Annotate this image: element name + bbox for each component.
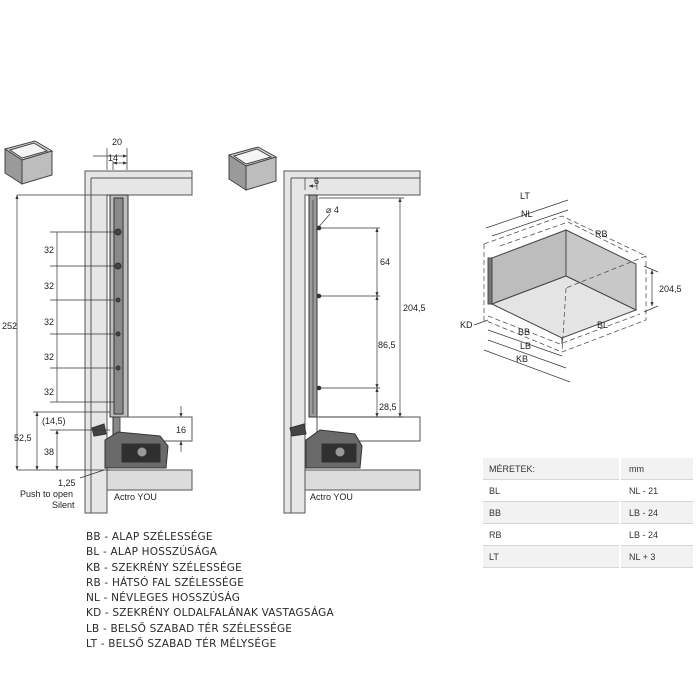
table-cell-value: LB - 24 xyxy=(620,523,693,546)
abbreviation-legend: BB - ALAP SZÉLESSÉGE BL - ALAP HOSSZÚSÁG… xyxy=(86,530,334,652)
legend-item: BL - ALAP HOSSZÚSÁGA xyxy=(86,546,218,559)
dim-6: 6 xyxy=(314,176,319,186)
left-dimension-texts: 20 14 252 32 32 32 32 32 (14,5) 52,5 38 … xyxy=(2,137,186,510)
push-note-line-1: Push to open xyxy=(20,489,73,499)
table-row: BL NL - 21 xyxy=(483,479,693,502)
table-cell-value: NL + 3 xyxy=(620,545,693,568)
drawer-thumbnail-icon-2 xyxy=(227,146,278,191)
middle-dimension-lines xyxy=(304,178,404,418)
dim-52-5: 52,5 xyxy=(14,433,32,443)
dim-28-5: 28,5 xyxy=(379,402,397,412)
dim-20: 20 xyxy=(112,137,122,147)
iso-label-nl: NL xyxy=(521,209,533,219)
table-row: RB LB - 24 xyxy=(483,523,693,546)
dim-64: 64 xyxy=(380,257,390,267)
iso-label-kb: KB xyxy=(516,354,528,364)
legend-item: RB - HÁTSÓ FAL SZÉLESSÉGE xyxy=(86,576,245,589)
dim-pitch-5: 32 xyxy=(44,387,54,397)
dim-86-5: 86,5 xyxy=(378,340,396,350)
iso-dashed-outlines xyxy=(483,215,647,353)
legend-item: LB - BELSŐ SZABAD TÉR SZÉLESSÉGE xyxy=(86,622,293,635)
iso-dimension-lines xyxy=(473,199,659,383)
table-cell-key: BB xyxy=(483,501,621,524)
dim-16: 16 xyxy=(176,425,186,435)
iso-label-texts: LT NL RB 204,5 KD BB BL LB KB xyxy=(460,191,682,364)
table-cell-key: BL xyxy=(483,479,621,502)
isometric-drawer-view: LT NL RB 204,5 KD BB BL LB KB xyxy=(460,191,682,383)
dim-38: 38 xyxy=(44,447,54,457)
dim-pitch-1: 32 xyxy=(44,245,54,255)
dim-252: 252 xyxy=(2,321,17,331)
left-view-caption: Actro YOU xyxy=(114,492,157,502)
dim-pitch-2: 32 xyxy=(44,281,54,291)
table-cell-value: NL - 21 xyxy=(620,479,693,502)
drawer-thumbnail-icon xyxy=(3,140,54,185)
left-dimension-lines xyxy=(15,148,183,479)
table-cell-value: LB - 24 xyxy=(620,501,693,524)
iso-label-rb: RB xyxy=(595,229,608,239)
iso-label-height: 204,5 xyxy=(659,284,682,294)
iso-label-lt: LT xyxy=(520,191,530,201)
middle-dimension-texts: 6 ⌀ 4 64 86,5 28,5 204,5 Actro YOU xyxy=(310,176,426,502)
dim-pitch-3: 32 xyxy=(44,317,54,327)
runner-profile-2 xyxy=(289,194,421,469)
runner-profile xyxy=(91,194,193,469)
table-cell-key: RB xyxy=(483,523,621,546)
dim-14-5: (14,5) xyxy=(42,416,66,426)
dim-hole-4: ⌀ 4 xyxy=(326,205,339,215)
iso-label-bb: BB xyxy=(518,327,530,337)
legend-item: NL - NÉVLEGES HOSSZÚSÁG xyxy=(86,592,241,605)
dim-pitch-4: 32 xyxy=(44,352,54,362)
left-elevation-view: 20 14 252 32 32 32 32 32 (14,5) 52,5 38 … xyxy=(2,137,193,514)
cabinet-panels xyxy=(84,170,193,514)
push-note-line-2: Silent xyxy=(52,500,75,510)
cabinet-panels-2 xyxy=(283,170,421,514)
dim-14: 14 xyxy=(108,153,118,163)
middle-section-view: 6 ⌀ 4 64 86,5 28,5 204,5 Actro YOU xyxy=(227,146,426,514)
drawer-box xyxy=(487,229,638,344)
legend-item: KD - SZEKRÉNY OLDALFALÁNAK VASTAGSÁGA xyxy=(86,607,334,620)
table-cell-key: LT xyxy=(483,545,621,568)
legend-item: BB - ALAP SZÉLESSÉGE xyxy=(86,531,213,543)
table-row: BB LB - 24 xyxy=(483,501,693,524)
iso-label-lb: LB xyxy=(520,341,531,351)
dim-204-5: 204,5 xyxy=(403,303,426,313)
dim-1-25: 1,25 xyxy=(58,478,76,488)
table-header-row: MÉRETEK: mm xyxy=(483,458,693,480)
middle-view-caption: Actro YOU xyxy=(310,492,353,502)
legend-item: KB - SZEKRÉNY SZÉLESSÉGE xyxy=(86,561,242,574)
table-row: LT NL + 3 xyxy=(483,545,693,568)
iso-label-bl: BL xyxy=(597,320,608,330)
table-header-key: MÉRETEK: xyxy=(483,458,621,480)
dimension-table: MÉRETEK: mm BL NL - 21 BB LB - 24 RB LB … xyxy=(483,458,693,568)
table-header-unit: mm xyxy=(620,458,693,480)
legend-item: LT - BELSŐ SZABAD TÉR MÉLYSÉGE xyxy=(86,638,277,651)
iso-label-kd: KD xyxy=(460,320,473,330)
